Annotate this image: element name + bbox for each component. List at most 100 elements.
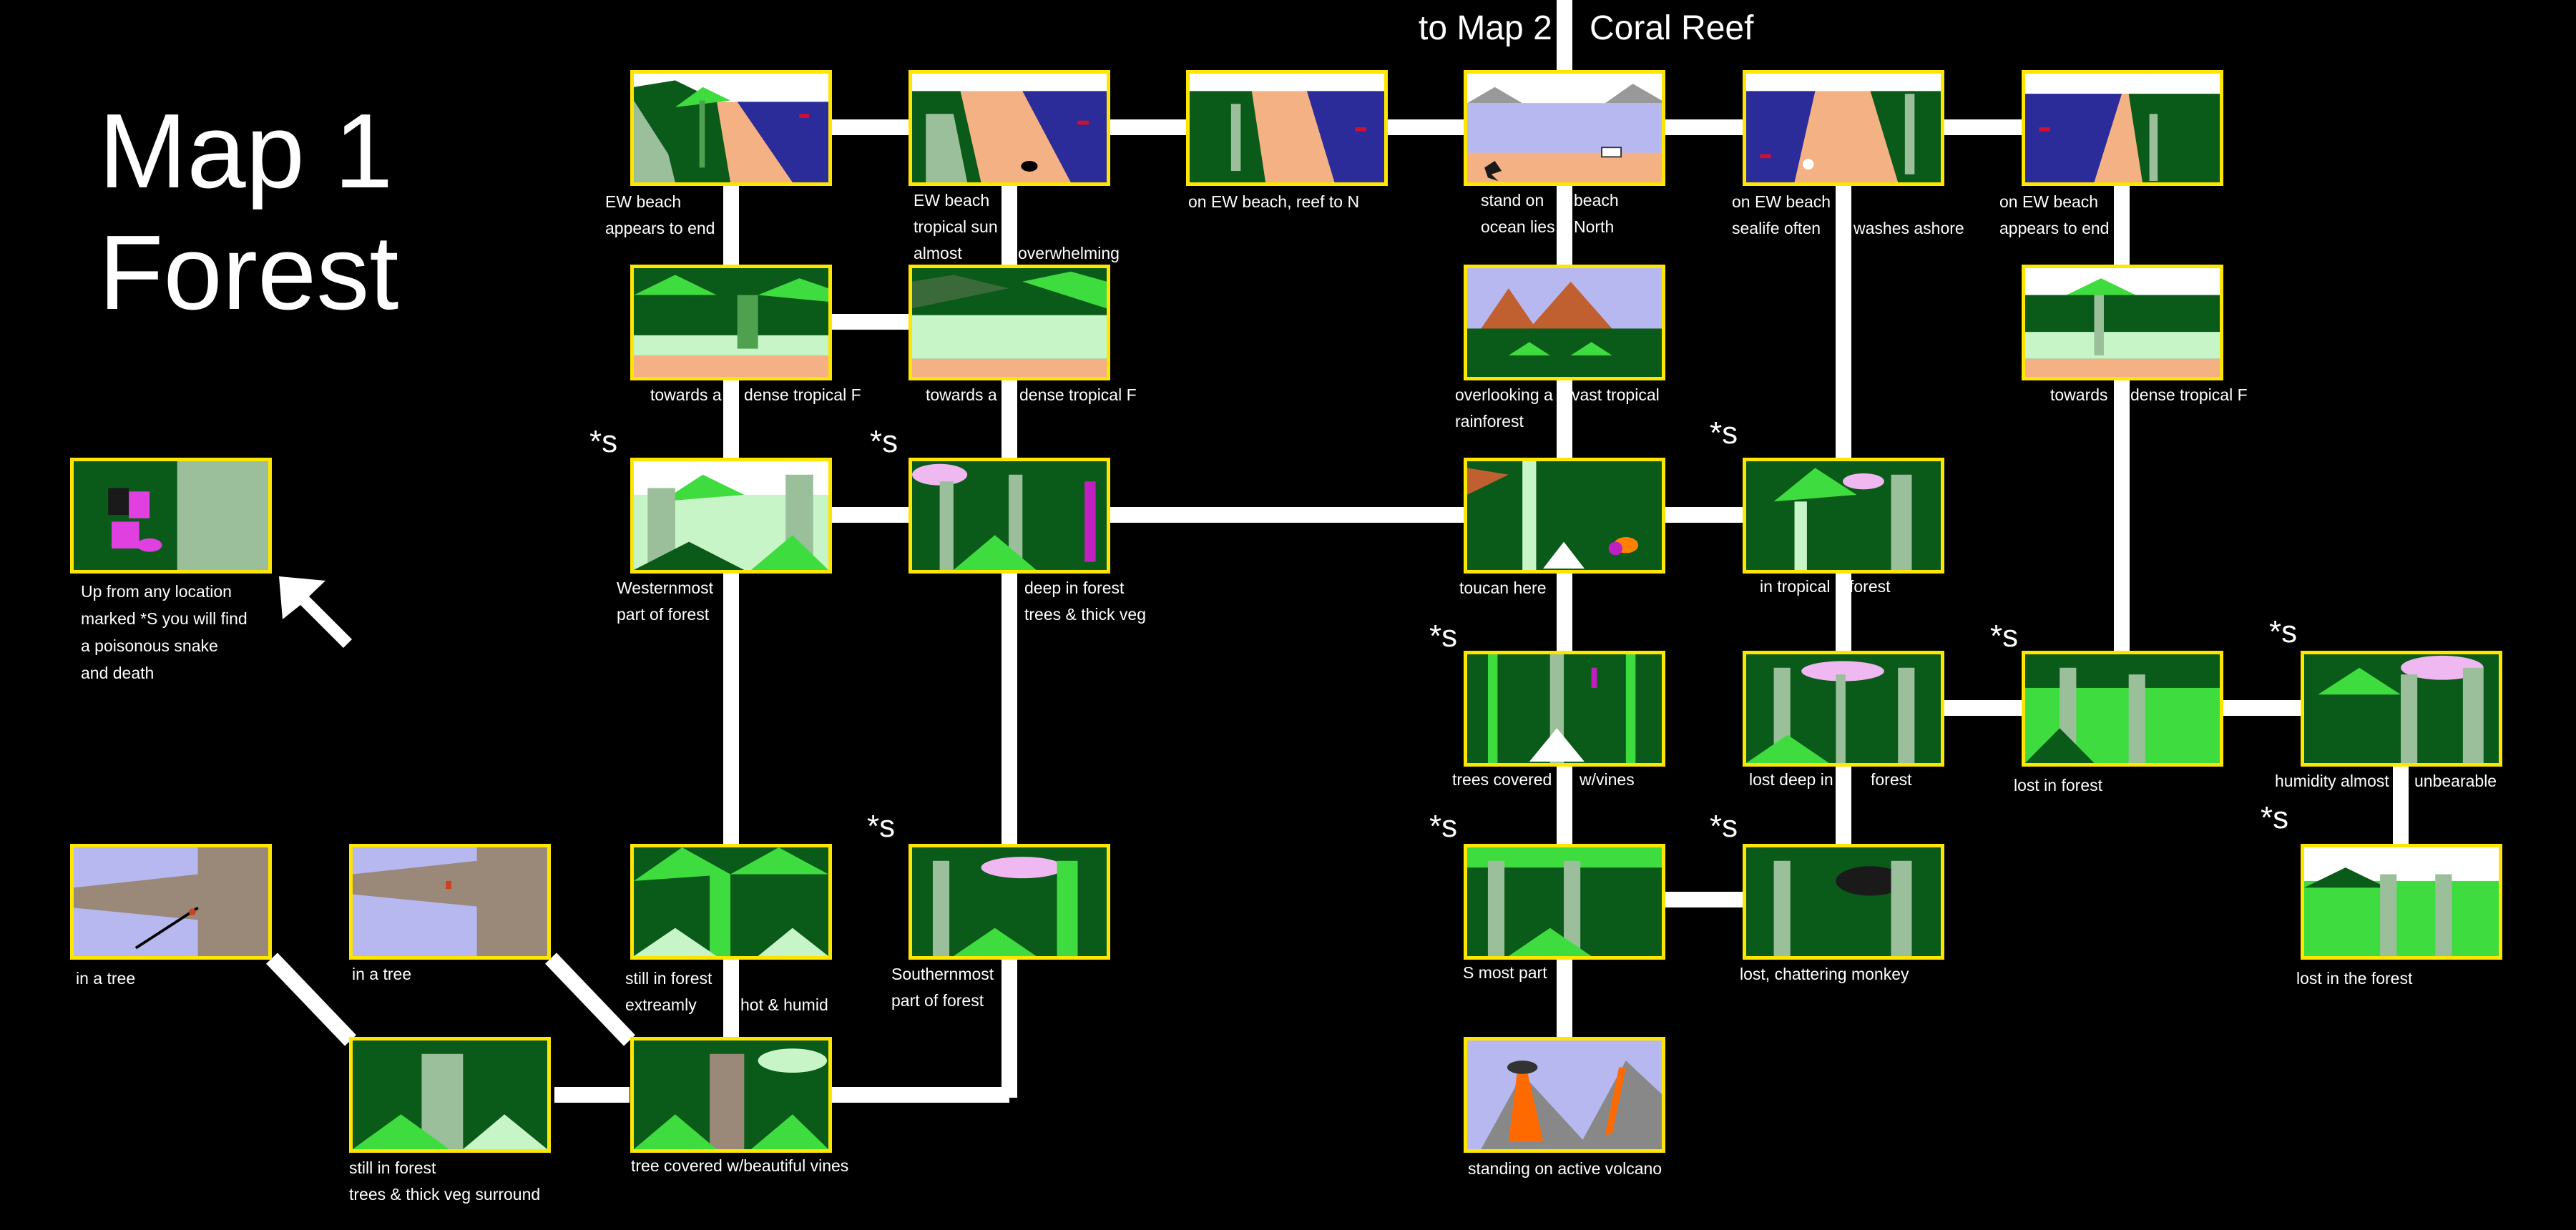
caption-s-most: S most part [1463, 963, 1547, 982]
caption-towards-3: towards [2050, 385, 2108, 404]
snake-marker: *s [870, 424, 898, 459]
location-lost-forest[interactable] [2022, 651, 2223, 767]
caption-still-humid: still in forest extreamly [625, 969, 712, 1014]
location-trees-vines[interactable] [1464, 651, 1665, 767]
caption-beach-stand-b: beach North [1574, 191, 1619, 236]
jungle-scene-icon [634, 1040, 828, 1149]
location-toucan[interactable] [1464, 458, 1665, 574]
jungle-scene-icon [2304, 654, 2499, 763]
jungle-scene-icon [1467, 654, 1662, 763]
jungle-scene-icon [634, 461, 828, 570]
location-southernmost[interactable] [909, 844, 1110, 960]
location-beach-end-east[interactable] [2022, 70, 2223, 186]
monkey-scene-icon [1746, 847, 1941, 956]
caption-overlooking-b: vast tropical [1572, 385, 1660, 404]
caption-towards-2: towards a [926, 385, 997, 404]
jungle-scene-icon [2025, 268, 2220, 377]
snake-marker: *s [867, 809, 896, 844]
volcano-scene-icon [1467, 1040, 1662, 1149]
jungle-scene-icon [634, 268, 828, 377]
caption-lost-in-the: lost in the forest [2296, 969, 2413, 988]
snake-marker: *s [1990, 619, 2019, 654]
beach-scene-icon [1746, 74, 1941, 182]
caption-beach-sealife-b: washes ashore [1853, 219, 1964, 237]
tree-branch-icon [353, 847, 547, 956]
caption-lost-deep: lost deep in [1749, 770, 1833, 789]
caption-overlooking: overlooking a rainforest [1455, 385, 1553, 431]
caption-humidity-b: unbearable [2414, 772, 2497, 790]
location-beach-end-west[interactable] [630, 70, 832, 186]
caption-beach-end-west: EW beach appears to end [605, 192, 715, 237]
location-towards-2[interactable] [909, 265, 1110, 380]
caption-in-tree-2: in a tree [352, 965, 412, 983]
snake-marker: *s [1710, 809, 1738, 844]
beach-scene-icon [1190, 74, 1384, 182]
location-towards-1[interactable] [630, 265, 832, 380]
caption-chattering: lost, chattering monkey [1740, 965, 1909, 983]
jungle-scene-icon [1746, 654, 1941, 763]
jungle-scene-icon [2025, 654, 2220, 763]
caption-tree-vines: tree covered w/beautiful vines [631, 1156, 849, 1175]
caption-towards-1: towards a [650, 385, 722, 404]
location-s-most[interactable] [1464, 844, 1665, 960]
map-title-line1: Map 1 [99, 92, 393, 210]
location-in-tropical[interactable] [1743, 458, 1944, 574]
snake-marker: *s [1710, 415, 1738, 451]
snake-marker: *s [589, 424, 618, 459]
location-beach-stand[interactable] [1464, 70, 1665, 186]
jungle-scene-icon [2304, 847, 2499, 956]
snake-marker: *s [2269, 614, 2298, 649]
caption-in-tropical: in tropical [1760, 577, 1831, 596]
tree-branch-icon [74, 847, 268, 956]
caption-beach-end-east: on EW beach appears to end [1999, 192, 2110, 237]
caption-southernmost: Southernmost part of forest [891, 965, 994, 1010]
location-beach-reef[interactable] [1186, 70, 1388, 186]
volcano-scene-icon [1467, 268, 1662, 377]
location-chattering[interactable] [1743, 844, 1944, 960]
location-snake-legend [70, 458, 272, 574]
location-still-veg[interactable] [349, 1037, 551, 1153]
path [266, 953, 356, 1046]
jungle-scene-icon [353, 1040, 547, 1149]
location-tree-vines[interactable] [630, 1037, 832, 1153]
location-volcano[interactable] [1464, 1037, 1665, 1153]
caption-still-humid-b: hot & humid [740, 995, 828, 1014]
location-lost-deep[interactable] [1743, 651, 1944, 767]
location-in-tree-1[interactable] [70, 844, 272, 960]
caption-westernmost: Westernmost part of forest [617, 579, 714, 624]
caption-volcano: standing on active volcano [1468, 1159, 1662, 1178]
snake-marker: *s [1429, 809, 1458, 844]
caption-beach-sealife: on EW beach sealife often [1732, 192, 1831, 237]
map-title-line2: Forest [99, 214, 399, 332]
exit-map2-label[interactable]: to Map 2 [1419, 9, 1552, 47]
caption-in-tropical-b: forest [1849, 577, 1891, 596]
location-westernmost[interactable] [630, 458, 832, 574]
location-deep-forest[interactable] [909, 458, 1110, 574]
location-beach-sun[interactable] [909, 70, 1110, 186]
caption-trees-vines-b: w/vines [1580, 770, 1635, 789]
snake-marker: *s [1429, 619, 1458, 654]
snake-icon [74, 461, 268, 570]
caption-beach-sun-b: overwhelming [1018, 244, 1120, 262]
jungle-scene-icon [912, 268, 1107, 377]
location-still-humid[interactable] [630, 844, 832, 960]
caption-humidity: humidity almost [2275, 772, 2389, 790]
beach-scene-icon [634, 74, 828, 182]
caption-lost-deep-b: forest [1871, 770, 1912, 789]
caption-still-veg: still in forest trees & thick veg surrou… [349, 1158, 541, 1204]
caption-beach-stand: stand on ocean lies [1481, 191, 1555, 236]
caption-trees-vines: trees covered [1452, 770, 1552, 789]
caption-in-tree-1: in a tree [76, 969, 136, 988]
location-humidity[interactable] [2301, 651, 2502, 767]
location-towards-3[interactable] [2022, 265, 2223, 380]
location-beach-sealife[interactable] [1743, 70, 1944, 186]
location-in-tree-2[interactable] [349, 844, 551, 960]
location-lost-in-the[interactable] [2301, 844, 2502, 960]
jungle-scene-icon [1746, 461, 1941, 570]
snake-marker: *s [2261, 800, 2289, 835]
caption-towards-2-b: dense tropical F [1019, 385, 1137, 404]
beach-scene-icon [2025, 74, 2220, 182]
exit-coral-reef-label[interactable]: Coral Reef [1590, 9, 1754, 47]
jungle-scene-icon [912, 847, 1107, 956]
location-overlooking[interactable] [1464, 265, 1665, 380]
